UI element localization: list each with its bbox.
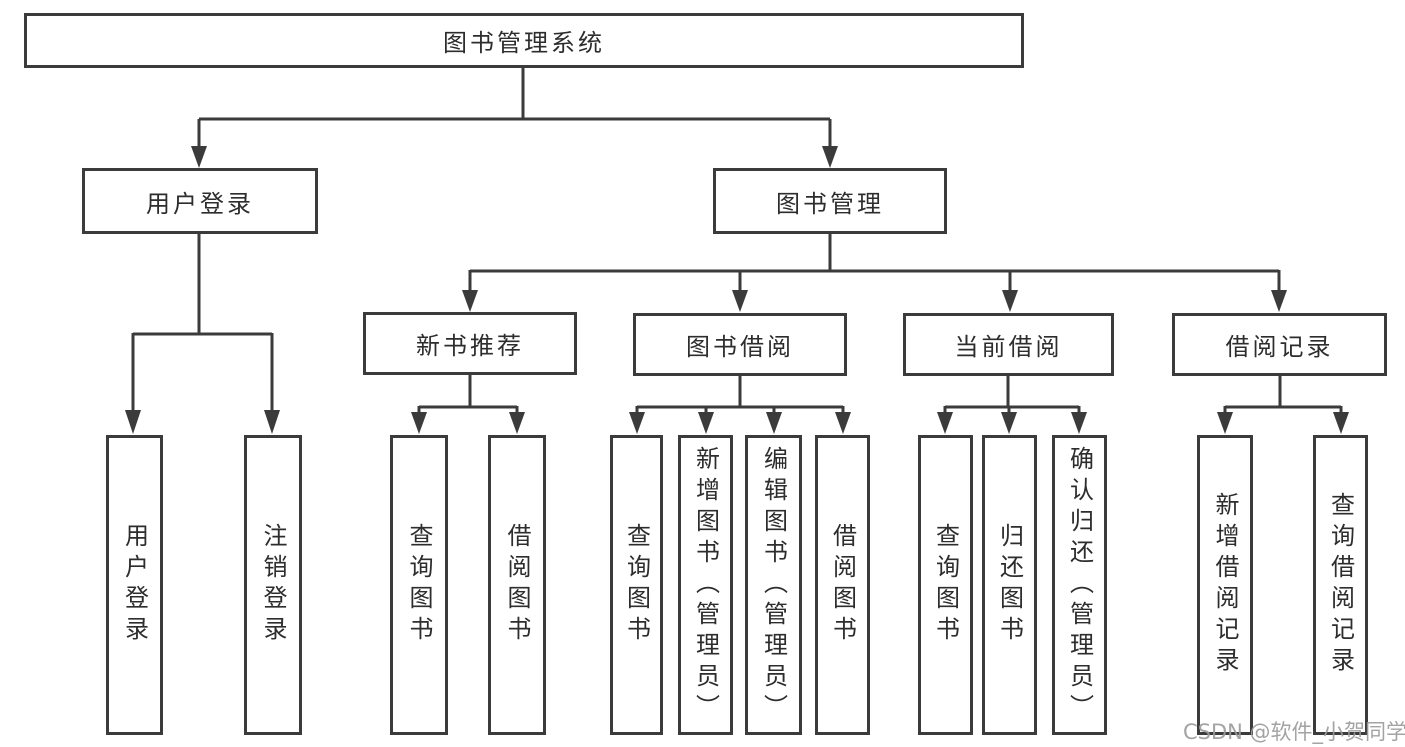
arrowhead [822, 146, 838, 168]
node-current-borrowing-label: 当前借阅 [954, 333, 1063, 361]
arrowhead [1333, 412, 1349, 434]
arrowhead [629, 412, 645, 434]
node-book-borrowing-label: 图书借阅 [686, 333, 794, 361]
leaf-bb-edit-books-label: 编辑图书（管理员） [759, 445, 788, 725]
node-book-mgmt-label: 图书管理 [776, 189, 884, 218]
leaf-cb-confirm-return: 确认归还（管理员） [1052, 435, 1107, 735]
leaf-cb-return-books: 归还图书 [982, 435, 1037, 735]
connector-line-group [131, 67, 1343, 414]
connector-borrowingrecords-to-leaves [1223, 374, 1343, 414]
node-new-books-label: 新书推荐 [416, 332, 524, 360]
leaf-logout-label: 注销登录 [259, 523, 287, 647]
arrowhead [1001, 412, 1017, 434]
arrowhead [264, 410, 280, 434]
leaf-br-add-record-label: 新增借阅记录 [1211, 492, 1239, 678]
leaf-cb-query-books-label: 查询图书 [931, 523, 960, 647]
node-borrowing-records-label: 借阅记录 [1225, 333, 1334, 361]
connector-userlogin-to-leaves [131, 232, 274, 414]
leaf-br-add-record: 新增借阅记录 [1197, 435, 1253, 735]
leaf-user-login: 用户登录 [106, 435, 163, 735]
node-user-login-label: 用户登录 [146, 189, 254, 218]
node-book-borrowing: 图书借阅 [633, 313, 847, 376]
arrowhead [732, 290, 748, 312]
leaf-nb-borrow-books-label: 借阅图书 [503, 523, 531, 647]
connector-currentborrowing-to-leaves [943, 374, 1081, 414]
leaf-user-login-label: 用户登录 [120, 523, 149, 647]
arrowhead [125, 410, 141, 434]
connector-bookborrowing-to-leaves [635, 374, 845, 414]
node-book-mgmt: 图书管理 [713, 168, 947, 234]
arrowhead [1217, 412, 1233, 434]
leaf-logout: 注销登录 [244, 435, 302, 735]
leaf-nb-query-books-label: 查询图书 [405, 523, 433, 647]
arrowhead [835, 412, 851, 434]
csdn-watermark: CSDN @软件_小贺同学 [1183, 720, 1405, 744]
arrowhead [766, 412, 782, 434]
leaf-bb-add-books-label: 新增图书（管理员） [691, 445, 720, 725]
arrowhead [1271, 290, 1287, 312]
node-root-label: 图书管理系统 [443, 29, 605, 57]
leaf-cb-query-books: 查询图书 [918, 435, 973, 735]
leaf-bb-edit-books: 编辑图书（管理员） [745, 435, 802, 735]
arrowhead [1002, 290, 1018, 312]
connector-bookmgmt-to-level3 [468, 232, 1281, 292]
arrowhead [411, 412, 427, 434]
node-user-login: 用户登录 [82, 168, 318, 234]
arrowhead [462, 290, 478, 312]
leaf-nb-query-books: 查询图书 [390, 435, 448, 735]
leaf-bb-add-books: 新增图书（管理员） [678, 435, 733, 735]
leaf-bb-query-books: 查询图书 [610, 435, 663, 735]
node-current-borrowing: 当前借阅 [903, 313, 1114, 376]
leaf-nb-borrow-books: 借阅图书 [488, 435, 546, 735]
arrowhead-group [125, 146, 1349, 434]
node-new-books: 新书推荐 [363, 312, 577, 375]
connector-root-to-level2 [197, 67, 832, 148]
arrowhead [937, 412, 953, 434]
leaf-br-query-record: 查询借阅记录 [1313, 435, 1368, 735]
arrowhead [1071, 412, 1087, 434]
node-borrowing-records: 借阅记录 [1172, 313, 1387, 376]
arrowhead [191, 146, 207, 168]
leaf-bb-borrow-books: 借阅图书 [815, 435, 870, 735]
arrowhead [509, 412, 525, 434]
leaf-cb-confirm-return-label: 确认归还（管理员） [1065, 445, 1094, 725]
leaf-br-query-record-label: 查询借阅记录 [1326, 492, 1355, 678]
leaf-cb-return-books-label: 归还图书 [995, 523, 1024, 647]
leaf-bb-query-books-label: 查询图书 [622, 523, 651, 647]
arrowhead [698, 412, 714, 434]
leaf-bb-borrow-books-label: 借阅图书 [828, 523, 857, 647]
connector-newbooks-to-leaves [417, 373, 519, 414]
node-root: 图书管理系统 [24, 13, 1024, 68]
